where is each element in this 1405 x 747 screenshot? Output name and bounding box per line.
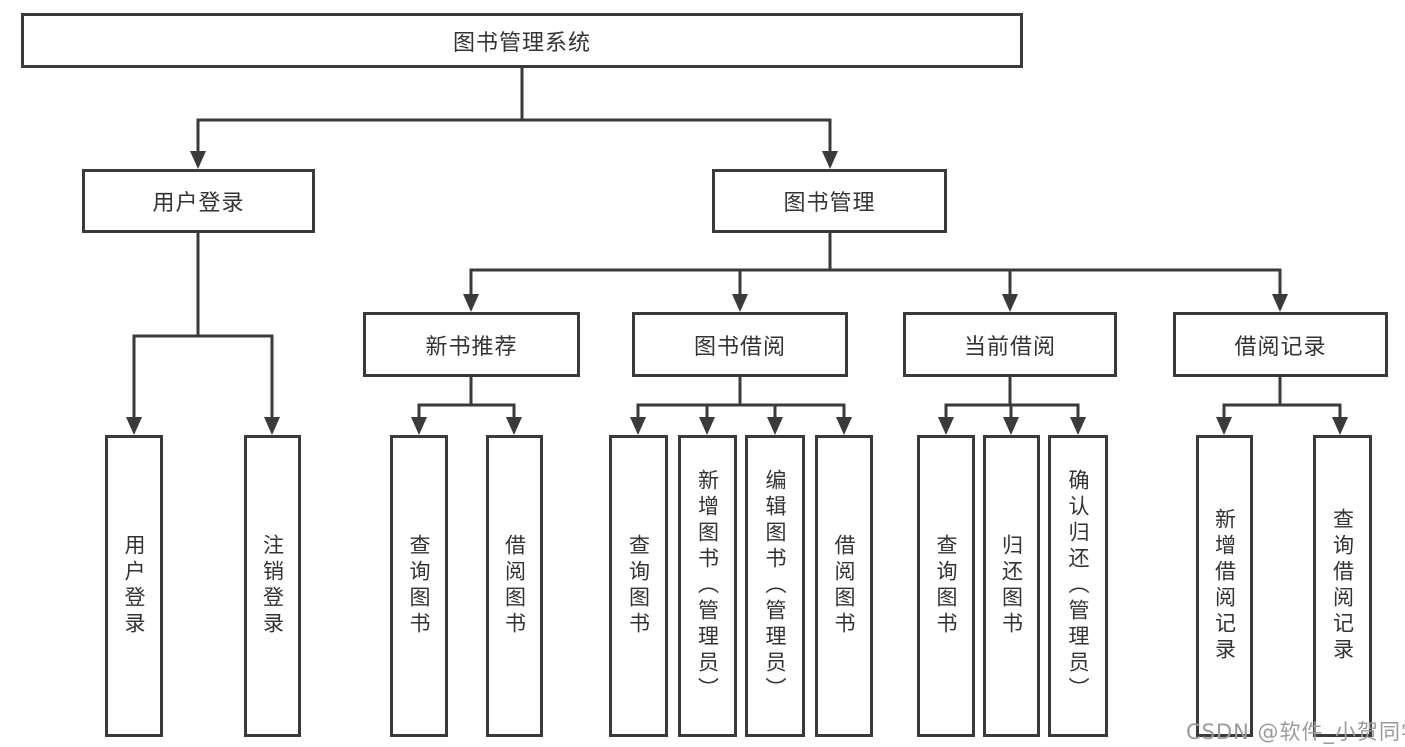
arrowhead-icon bbox=[126, 417, 142, 435]
arrowhead-icon bbox=[190, 151, 206, 169]
leaf-add-books-admin: 新增图书（管理员） bbox=[678, 435, 737, 737]
arrowhead-icon bbox=[463, 294, 479, 312]
leaf-query-books-borrow: 查询图书 bbox=[609, 435, 668, 737]
connector-userlogin-to-leaves bbox=[126, 233, 280, 435]
leaf-user-login: 用户登录 bbox=[105, 435, 163, 737]
arrowhead-icon bbox=[264, 417, 280, 435]
arrowhead-icon bbox=[1216, 417, 1232, 435]
connector-currentborrow-to-leaves bbox=[938, 377, 1086, 435]
arrowhead-icon bbox=[1003, 417, 1019, 435]
arrowhead-icon bbox=[630, 417, 646, 435]
leaf-confirm-return-admin: 确认归还（管理员） bbox=[1048, 435, 1108, 737]
node-current-borrowing: 当前借阅 bbox=[903, 312, 1117, 377]
node-book-management: 图书管理 bbox=[712, 169, 947, 233]
connector-bookmgmt-to-level3 bbox=[463, 233, 1288, 312]
connector-borrowrecord-to-leaves bbox=[1216, 377, 1348, 435]
node-new-book-recommendation: 新书推荐 bbox=[363, 312, 580, 377]
node-borrowing-records: 借阅记录 bbox=[1173, 312, 1388, 377]
arrowhead-icon bbox=[1002, 294, 1018, 312]
arrowhead-icon bbox=[1332, 417, 1348, 435]
arrowhead-icon bbox=[506, 417, 522, 435]
arrowhead-icon bbox=[938, 417, 954, 435]
leaf-add-borrow-record: 新增借阅记录 bbox=[1196, 435, 1253, 737]
arrowhead-icon bbox=[699, 417, 715, 435]
node-book-borrowing: 图书借阅 bbox=[632, 312, 848, 377]
arrowhead-icon bbox=[767, 417, 783, 435]
arrowhead-icon bbox=[732, 294, 748, 312]
leaf-query-books-current: 查询图书 bbox=[917, 435, 975, 737]
leaf-return-books: 归还图书 bbox=[983, 435, 1040, 737]
leaf-borrow-books: 借阅图书 bbox=[815, 435, 873, 737]
arrowhead-icon bbox=[836, 417, 852, 435]
connector-newbookrec-to-leaves bbox=[411, 377, 522, 435]
leaf-query-books-rec: 查询图书 bbox=[390, 435, 448, 737]
arrowhead-icon bbox=[822, 151, 838, 169]
node-library-management-system: 图书管理系统 bbox=[21, 13, 1023, 68]
arrowhead-icon bbox=[411, 417, 427, 435]
arrowhead-icon bbox=[1272, 294, 1288, 312]
leaf-edit-books-admin: 编辑图书（管理员） bbox=[745, 435, 805, 737]
connector-root-to-level2 bbox=[190, 68, 838, 169]
leaf-borrow-books-rec: 借阅图书 bbox=[486, 435, 543, 737]
leaf-logout: 注销登录 bbox=[244, 435, 301, 737]
leaf-query-borrow-record: 查询借阅记录 bbox=[1313, 435, 1372, 737]
watermark: CSDN @软件_小贺同学 bbox=[1186, 720, 1405, 744]
node-user-login: 用户登录 bbox=[82, 169, 315, 233]
connector-bookborrow-to-leaves bbox=[630, 377, 852, 435]
arrowhead-icon bbox=[1070, 417, 1086, 435]
